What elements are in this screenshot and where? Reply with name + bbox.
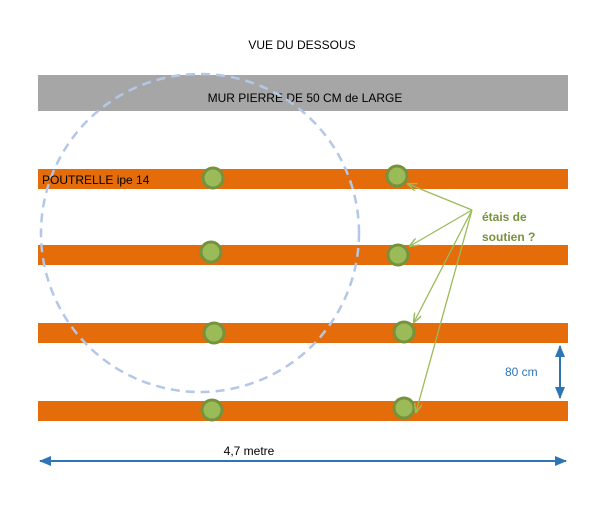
beam-2 xyxy=(38,245,568,265)
props-label-line2: soutien ? xyxy=(482,230,535,244)
props-label-line1: étais de xyxy=(482,210,527,224)
prop-marker xyxy=(392,320,416,344)
prop-pointer-arrow xyxy=(408,184,473,211)
prop-marker xyxy=(386,243,410,267)
stone-wall xyxy=(38,75,568,111)
prop-pointer-arrow xyxy=(410,209,473,246)
dashed-circle-highlight xyxy=(39,72,361,394)
beam-4 xyxy=(38,401,568,421)
diagram-title: VUE DU DESSOUS xyxy=(248,38,355,52)
beam-1 xyxy=(38,169,568,189)
prop-pointer-arrow xyxy=(416,209,473,412)
wall-label: MUR PIERRE DE 50 CM de LARGE xyxy=(208,91,403,105)
prop-marker xyxy=(385,164,409,188)
prop-pointer-arrow xyxy=(414,209,473,322)
spacing-dimension-label: 80 cm xyxy=(505,365,538,379)
prop-marker xyxy=(392,396,416,420)
beam-label: POUTRELLE ipe 14 xyxy=(42,173,150,187)
beam-3 xyxy=(38,323,568,343)
width-dimension-label: 4,7 metre xyxy=(224,444,275,458)
prop-marker xyxy=(199,240,223,264)
prop-marker xyxy=(202,321,226,345)
prop-marker xyxy=(200,398,224,422)
prop-marker xyxy=(201,166,225,190)
